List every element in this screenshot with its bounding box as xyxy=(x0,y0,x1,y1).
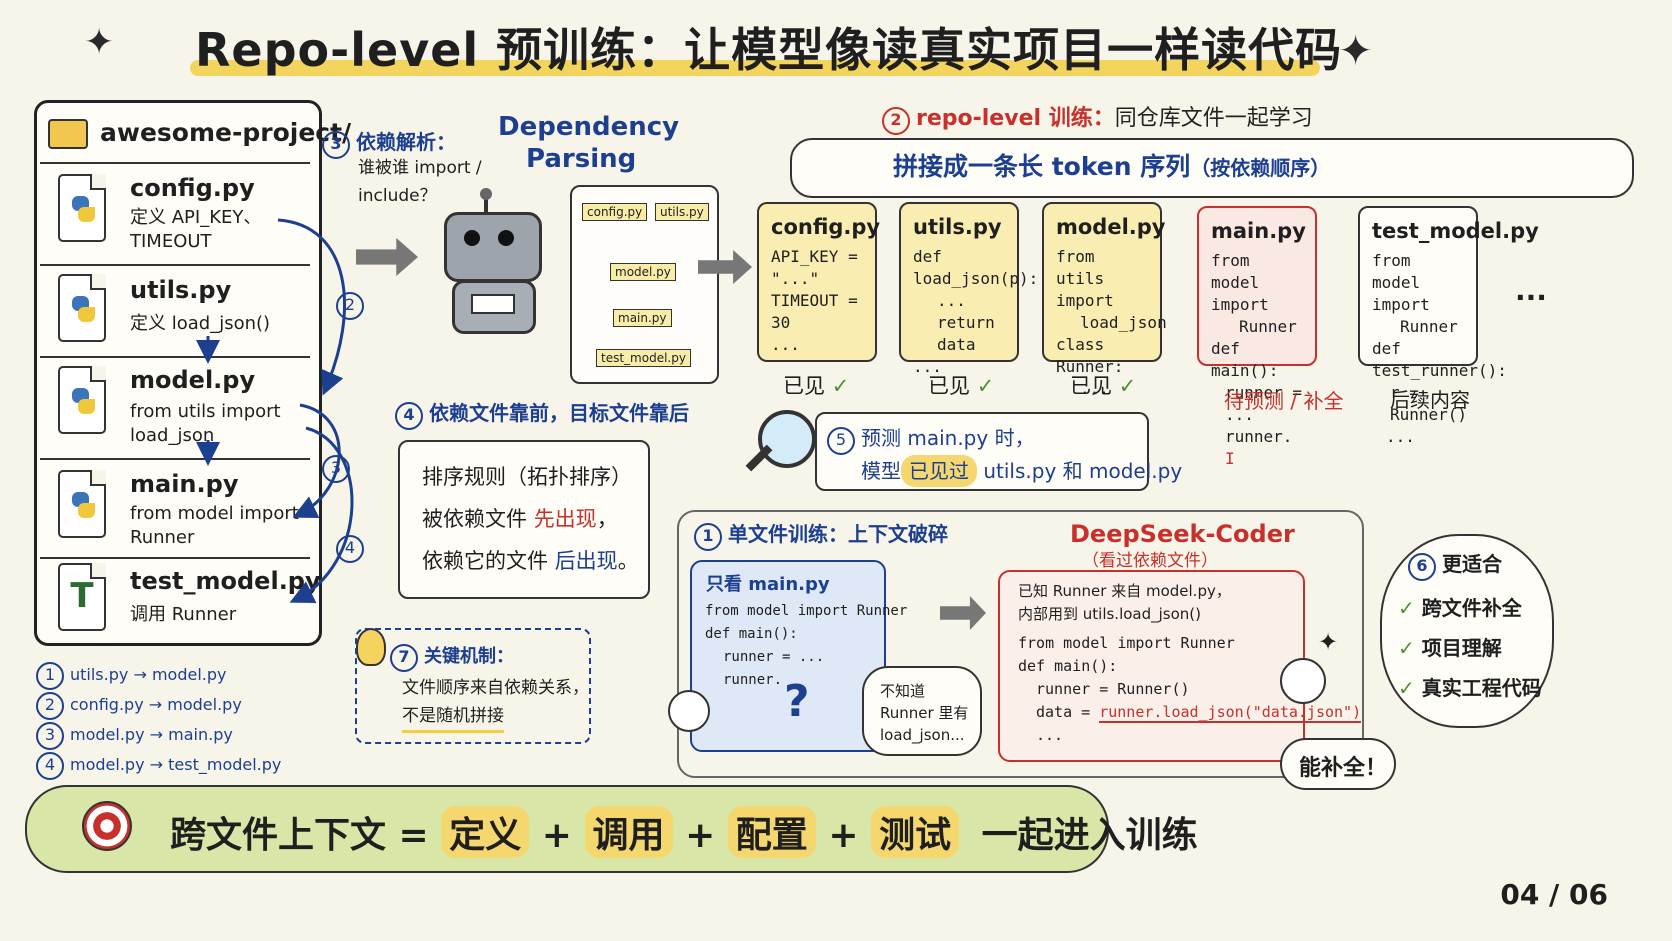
comparison-panel xyxy=(677,510,1364,778)
confused-bubble xyxy=(862,666,982,756)
complete-bubble xyxy=(1280,738,1396,790)
step-badge-4-left: 4 xyxy=(336,535,364,563)
deepseek-box xyxy=(998,570,1305,762)
graph-node: model.py xyxy=(610,263,676,281)
dependency-question: 谁被谁 import /include？ xyxy=(358,158,482,206)
page-number: 04 / 06 xyxy=(1500,878,1608,911)
file-name: model.py xyxy=(130,366,256,394)
folder-icon xyxy=(48,119,88,149)
card-status-seen: 已见 ✓ xyxy=(783,374,850,398)
file-desc: 定义 API_KEY、TIMEOUT xyxy=(130,207,262,252)
graph-node: config.py xyxy=(582,203,648,221)
decor-star-left: ✦ xyxy=(84,22,115,63)
better-for-list: ✓ 跨文件补全 ✓ 项目理解 ✓ 真实工程代码 xyxy=(1398,596,1542,700)
python-file-icon xyxy=(58,470,106,538)
ellipsis: ... xyxy=(1515,274,1547,307)
dependency-arrows xyxy=(196,218,354,604)
deepseek-title: DeepSeek-Coder xyxy=(1070,520,1295,548)
graph-node: test_model.py xyxy=(596,349,691,367)
magnifier-icon xyxy=(758,410,816,468)
test-file-icon: T xyxy=(58,563,106,631)
file-name: main.py xyxy=(130,470,239,498)
check-icon: ✓ xyxy=(1398,676,1415,700)
card-status-seen: 已见 ✓ xyxy=(1070,374,1137,398)
title-highlight-bar xyxy=(190,60,1320,76)
single-file-title: 只看 main.py xyxy=(706,574,830,595)
predict-note-box xyxy=(815,412,1149,491)
file-desc: 调用 Runner xyxy=(130,604,237,625)
question-mark: ? xyxy=(784,676,810,727)
scroll-title: 拼接成一条长 token 序列（按依赖顺序） xyxy=(893,152,1331,181)
file-row: T test_model.py 调用 Runner xyxy=(40,557,321,637)
step-badge-3-left: 3 xyxy=(322,455,350,483)
file-row: config.py 定义 API_KEY、TIMEOUT xyxy=(40,162,310,258)
page-title: Repo-level 预训练：让模型像读真实项目一样读代码 xyxy=(195,23,1343,77)
confused-person-icon xyxy=(668,690,710,732)
single-file-box xyxy=(690,560,886,752)
card-status-later: 后续内容 xyxy=(1390,388,1470,412)
check-icon: ✓ xyxy=(831,374,850,398)
file-name: utils.py xyxy=(130,276,232,304)
python-file-icon xyxy=(58,366,106,434)
graph-node: main.py xyxy=(613,309,672,327)
target-icon xyxy=(82,801,132,851)
sort-rule-text: 排序规则（拓扑排序） 被依赖文件 先出现， 依赖它的文件 后出现。 xyxy=(422,465,639,573)
python-file-icon xyxy=(58,174,106,242)
check-icon: ✓ xyxy=(1398,636,1415,660)
key-mechanism-box xyxy=(355,628,591,744)
card-status-predict: 待预测 / 补全 xyxy=(1224,389,1344,413)
file-name: test_model.py xyxy=(130,567,321,595)
bottom-summary-text: 跨文件上下文 = 定义 + 调用 + 配置 + 测试 一起进入训练 xyxy=(170,806,1198,858)
graph-node: utils.py xyxy=(655,203,709,221)
check-icon: ✓ xyxy=(976,374,995,398)
scroll-banner xyxy=(790,138,1634,198)
deepseek-subtitle: （看过依赖文件） xyxy=(1082,551,1218,571)
happy-person-icon xyxy=(1280,658,1326,704)
complete-bubble-text: 能补全！ xyxy=(1299,756,1388,781)
check-icon: ✓ xyxy=(1398,596,1415,620)
sparkle-icon: ✦ xyxy=(1318,628,1339,656)
folder-name: awesome-project/ xyxy=(100,118,352,147)
file-desc: 定义 load_json() xyxy=(130,313,271,334)
card-status-seen: 已见 ✓ xyxy=(928,374,995,398)
robot-icon xyxy=(426,188,556,352)
step-badge-2-left: 2 xyxy=(336,292,364,320)
file-row: utils.py 定义 load_json() xyxy=(40,264,310,348)
deepseek-code: 已知 Runner 来自 model.py，内部用到 utils.load_js… xyxy=(1018,582,1362,744)
sort-rule-note xyxy=(398,440,650,599)
decor-star-right: ✦ xyxy=(1338,26,1374,75)
key-mechanism-text: 文件顺序来自依赖关系，不是随机拼接 xyxy=(402,674,589,733)
python-file-icon xyxy=(58,274,106,342)
file-name: config.py xyxy=(130,174,255,202)
check-icon: ✓ xyxy=(1118,374,1137,398)
